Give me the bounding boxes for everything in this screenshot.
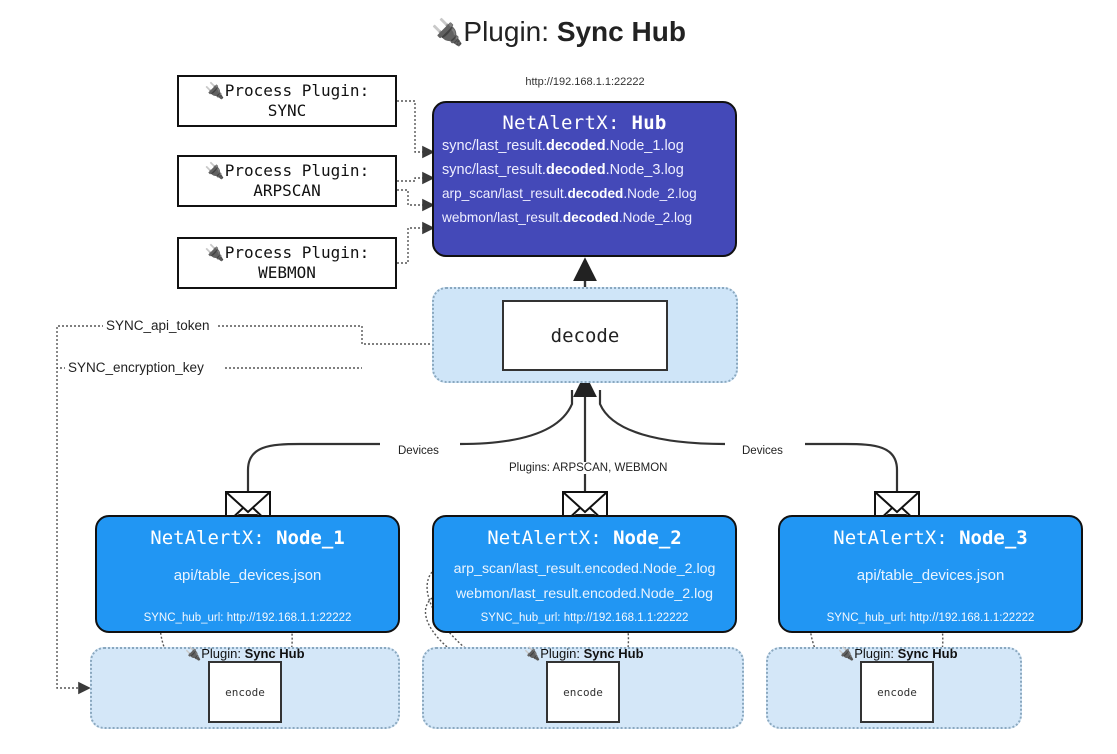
edge-label-devices-right: Devices [738,445,787,457]
decode-box[interactable]: decode [502,300,668,371]
hub-title: NetAlertX: Hub [434,112,735,134]
process-plugin-name: WEBMON [258,263,316,282]
process-plugin-box-sync[interactable]: 🔌Process Plugin: SYNC [177,75,397,127]
plug-icon: 🔌 [838,646,855,661]
node-card-node-2[interactable]: NetAlertX: Node_2 arp_scan/last_result.e… [432,515,737,633]
plugin-caption: 🔌Plugin: Sync Hub [838,646,958,661]
encode-box-node-2[interactable]: encode [546,661,620,723]
process-plugin-name: ARPSCAN [253,181,321,200]
plug-icon: 🔌 [185,646,202,661]
node-title: NetAlertX: Node_1 [150,527,345,549]
node-hub-url: SYNC_hub_url: http://192.168.1.1:22222 [826,612,1035,624]
edge-label-plugins-center: Plugins: ARPSCAN, WEBMON [505,462,672,474]
plug-icon: 🔌 [524,646,541,661]
hub-log-line: sync/last_result.decoded.Node_1.log [442,138,684,154]
plugin-caption: 🔌Plugin: Sync Hub [524,646,644,661]
encode-box-node-3[interactable]: encode [860,661,934,723]
node-card-node-3[interactable]: NetAlertX: Node_3 api/table_devices.json… [778,515,1083,633]
process-plugin-box-arpscan[interactable]: 🔌Process Plugin: ARPSCAN [177,155,397,207]
process-plugin-box-webmon[interactable]: 🔌Process Plugin: WEBMON [177,237,397,289]
sync-api-token-label: SYNC_api_token [103,318,213,333]
plug-icon: 🔌 [431,17,464,47]
hub-log-line: arp_scan/last_result.decoded.Node_2.log [442,186,697,201]
hub-log-line: webmon/last_result.decoded.Node_2.log [442,210,693,225]
hub-title-prefix: NetAlertX: [502,112,632,134]
process-plugin-caption: Process Plugin: [224,243,370,262]
hub-url-label: http://192.168.1.1:22222 [525,76,645,88]
sync-encryption-key-label: SYNC_encryption_key [65,360,207,375]
node-card-node-1[interactable]: NetAlertX: Node_1 api/table_devices.json… [95,515,400,633]
plug-icon: 🔌 [204,161,225,180]
node-data-line: api/table_devices.json [173,567,322,584]
process-plugin-caption: Process Plugin: [224,161,370,180]
edge-label-devices-left: Devices [394,445,443,457]
hub-node[interactable]: NetAlertX: Hub sync/last_result.decoded.… [432,101,737,257]
node-data-line: webmon/last_result.encoded.Node_2.log [455,586,714,602]
process-plugin-caption: Process Plugin: [224,81,370,100]
node-title: NetAlertX: Node_3 [833,527,1028,549]
plug-icon: 🔌 [204,81,225,100]
node-title: NetAlertX: Node_2 [487,527,682,549]
hub-log-line: sync/last_result.decoded.Node_3.log [442,162,684,178]
plugin-caption: 🔌Plugin: Sync Hub [185,646,305,661]
node-data-line: arp_scan/last_result.encoded.Node_2.log [453,561,716,577]
node-hub-url: SYNC_hub_url: http://192.168.1.1:22222 [143,612,352,624]
page-title: 🔌Plugin: Sync Hub [0,16,1117,48]
node-data-line: api/table_devices.json [856,567,1005,584]
page-title-name: Sync Hub [556,16,686,47]
page-title-prefix: Plugin: [463,16,557,47]
encode-box-node-1[interactable]: encode [208,661,282,723]
node-hub-url: SYNC_hub_url: http://192.168.1.1:22222 [480,612,689,624]
plug-icon: 🔌 [204,243,225,262]
hub-title-name: Hub [631,112,667,134]
process-plugin-name: SYNC [267,101,307,120]
